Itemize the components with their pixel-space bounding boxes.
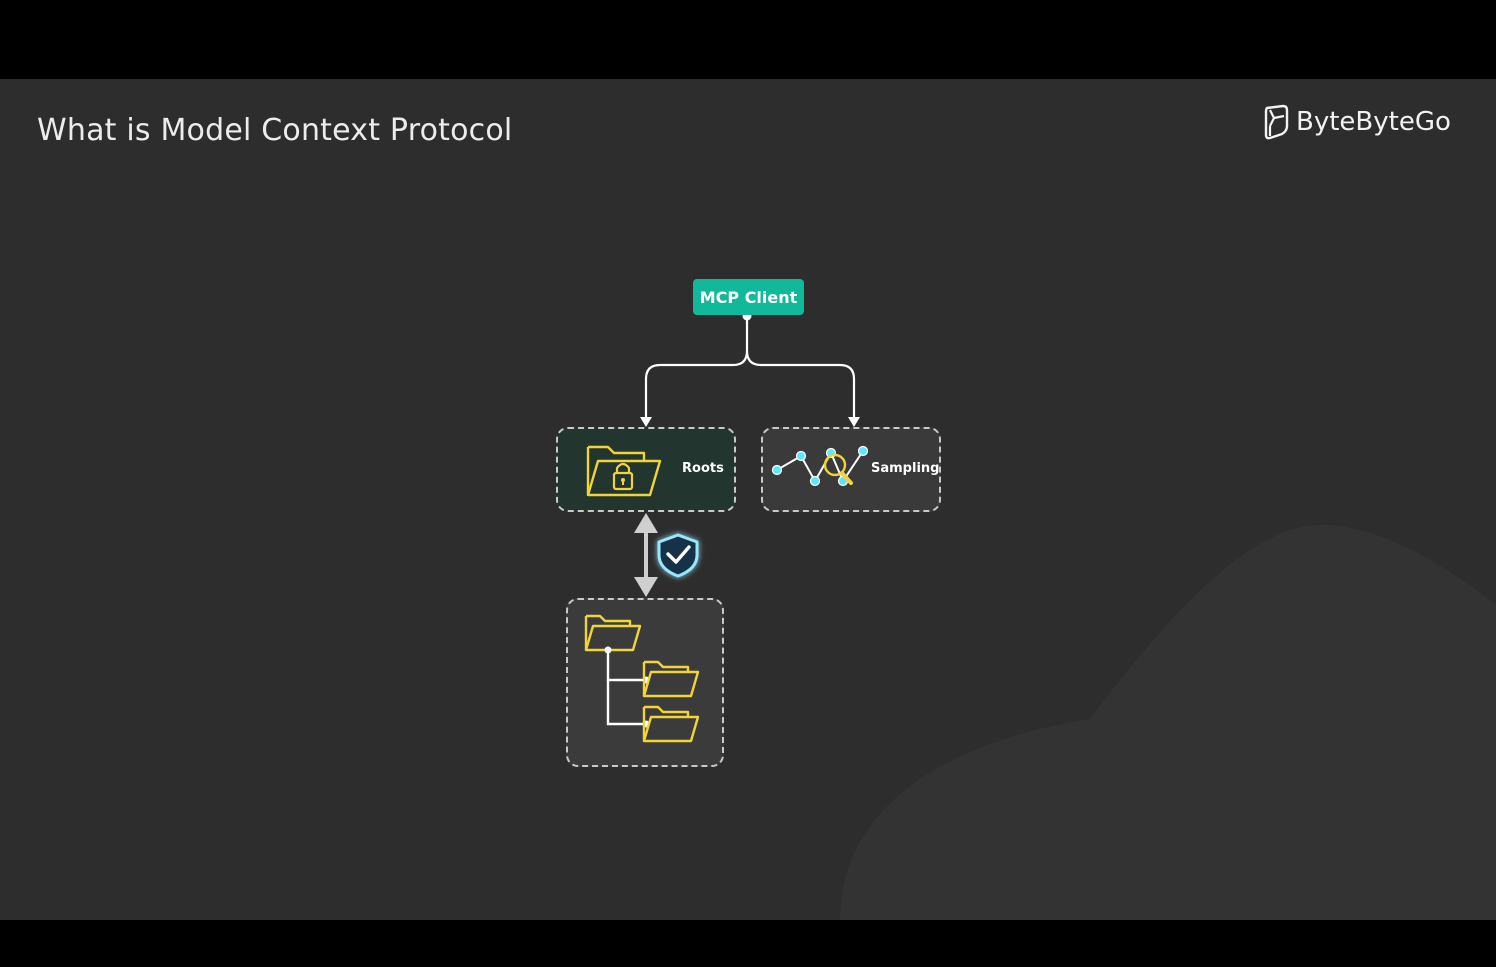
sampling-label: Sampling <box>871 461 940 476</box>
child-folder-icon <box>642 705 700 743</box>
brand-name: ByteByteGo <box>1296 107 1451 137</box>
client-to-sampling-connector <box>745 350 860 427</box>
bytebytego-logo-icon <box>1264 104 1289 140</box>
chart-magnifier-icon <box>771 445 869 487</box>
letterbox-top <box>0 0 1496 79</box>
folder-tree-icon <box>584 614 700 743</box>
slide-title: What is Model Context Protocol <box>37 113 513 148</box>
mcp-client-node: MCP Client <box>693 279 804 315</box>
filesystem-node <box>566 598 724 767</box>
shield-check-icon <box>657 533 699 578</box>
locked-folder-icon <box>586 445 662 497</box>
background-blob <box>840 524 1496 920</box>
roots-label: Roots <box>682 461 724 476</box>
roots-node: Roots <box>556 427 736 512</box>
diagram-connectors <box>634 311 860 597</box>
brand-logo: ByteByteGo <box>1262 104 1451 140</box>
slide: What is Model Context Protocol ByteByteG… <box>0 79 1496 920</box>
child-folder-icon <box>642 660 700 698</box>
client-to-roots-connector <box>640 316 749 427</box>
letterbox-bottom <box>0 920 1496 967</box>
sampling-node: Sampling <box>761 427 941 512</box>
roots-filesystem-bidirectional-arrow <box>634 513 658 597</box>
mcp-client-label: MCP Client <box>699 287 798 307</box>
root-folder-icon <box>584 614 642 652</box>
